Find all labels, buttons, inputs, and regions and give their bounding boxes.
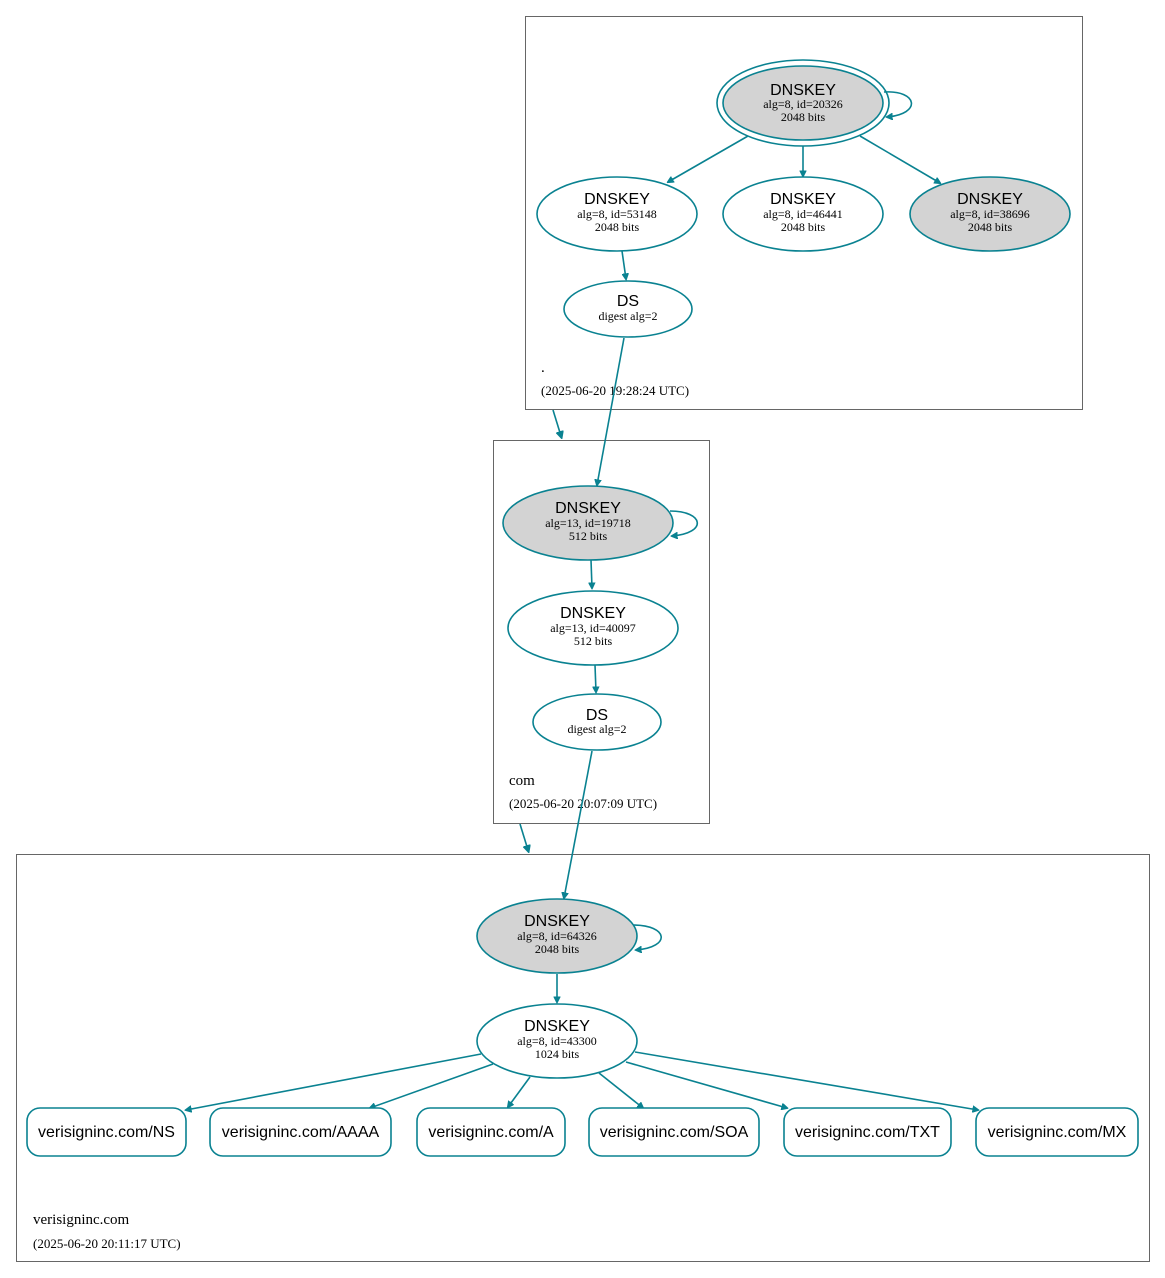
rrset-ns[interactable]: verisigninc.com/NS	[26, 1107, 187, 1157]
node-root-zsk-46441[interactable]: DNSKEY alg=8, id=46441 2048 bits	[722, 176, 884, 252]
rrset-mx[interactable]: verisigninc.com/MX	[975, 1107, 1139, 1157]
node-com-zsk-alg: alg=13, id=40097	[550, 621, 636, 635]
zone-verisigninc-box	[16, 854, 1150, 1262]
rrset-txt[interactable]: verisigninc.com/TXT	[783, 1107, 952, 1157]
edge-root-ksk-to-zsk1	[668, 135, 749, 182]
node-com-ds[interactable]: DS digest alg=2	[532, 693, 662, 751]
node-com-zsk[interactable]: DNSKEY alg=13, id=40097 512 bits	[507, 590, 679, 666]
node-com-ksk-title: DNSKEY	[555, 500, 621, 517]
node-com-ksk-size: 512 bits	[569, 529, 608, 543]
zone-verisigninc: verisigninc.com (2025-06-20 20:11:17 UTC…	[16, 854, 1150, 1262]
edge-com-ksk-to-zsk	[591, 559, 592, 588]
edges	[186, 91, 978, 1110]
node-root-ksk-size: 2048 bits	[781, 110, 826, 124]
node-root-zsk-46441-alg: alg=8, id=46441	[763, 207, 843, 221]
node-root-ds-shape	[563, 280, 693, 338]
node-verisigninc-zsk-size: 1024 bits	[535, 1047, 580, 1061]
node-root-ds-digest: digest alg=2	[598, 309, 657, 323]
rrset-mx-box	[975, 1107, 1139, 1157]
node-verisigninc-ksk-title: DNSKEY	[524, 913, 590, 930]
rrset-aaaa-box	[209, 1107, 392, 1157]
rrset-a[interactable]: verisigninc.com/A	[416, 1107, 566, 1157]
edge-com-ds-to-vs-ksk	[564, 750, 593, 898]
rrset-txt-box	[783, 1107, 952, 1157]
zone-verisigninc-name: verisigninc.com	[33, 1212, 130, 1228]
node-root-key-38696-size: 2048 bits	[968, 220, 1013, 234]
zone-root-box	[525, 16, 1083, 410]
node-verisigninc-ksk-alg: alg=8, id=64326	[517, 929, 597, 943]
delegation-arrow-com-verisigninc	[519, 823, 528, 850]
rrset-aaaa[interactable]: verisigninc.com/AAAA	[209, 1107, 392, 1157]
node-root-ksk-shape	[722, 65, 884, 141]
delegation-arrow-root-com	[552, 409, 561, 436]
rrset-ns-box	[26, 1107, 187, 1157]
zone-com-box	[493, 440, 710, 824]
node-root-zsk-46441-shape	[722, 176, 884, 252]
zone-com: com (2025-06-20 20:07:09 UTC)	[493, 440, 710, 824]
node-root-key-38696-title: DNSKEY	[957, 191, 1023, 208]
rrset-mx-label: verisigninc.com/MX	[988, 1124, 1127, 1141]
edge-root-ksk-self	[883, 91, 913, 117]
node-root-key-38696-shape	[909, 176, 1071, 252]
edge-com-zsk-to-ds	[595, 664, 596, 692]
edge-vs-zsk-to-a	[508, 1076, 531, 1107]
node-root-zsk-53148-size: 2048 bits	[595, 220, 640, 234]
node-root-ksk[interactable]: DNSKEY alg=8, id=20326 2048 bits	[716, 59, 890, 147]
node-root-key-38696-alg: alg=8, id=38696	[950, 207, 1030, 221]
edge-vs-zsk-to-mx	[634, 1051, 978, 1110]
node-root-ds[interactable]: DS digest alg=2	[563, 280, 693, 338]
node-com-ksk[interactable]: DNSKEY alg=13, id=19718 512 bits	[502, 485, 674, 561]
node-verisigninc-zsk-alg: alg=8, id=43300	[517, 1034, 597, 1048]
node-root-zsk-46441-title: DNSKEY	[770, 191, 836, 208]
rrset-soa-box	[588, 1107, 760, 1157]
node-root-zsk-53148-shape	[536, 176, 698, 252]
edge-vs-ksk-self	[632, 924, 662, 950]
node-verisigninc-ksk-size: 2048 bits	[535, 942, 580, 956]
node-com-ds-shape	[532, 693, 662, 751]
node-root-ksk-outer-ring	[716, 59, 890, 147]
node-root-zsk-53148-title: DNSKEY	[584, 191, 650, 208]
edge-root-ds-to-com-ksk	[597, 337, 625, 485]
rrset-txt-label: verisigninc.com/TXT	[795, 1124, 940, 1141]
node-verisigninc-ksk-shape	[476, 898, 638, 974]
node-root-zsk-53148[interactable]: DNSKEY alg=8, id=53148 2048 bits	[536, 176, 698, 252]
rrset-ns-label: verisigninc.com/NS	[38, 1124, 175, 1141]
node-com-ksk-alg: alg=13, id=19718	[545, 516, 631, 530]
node-verisigninc-zsk[interactable]: DNSKEY alg=8, id=43300 1024 bits	[476, 1003, 638, 1079]
edge-vs-zsk-to-aaaa	[370, 1063, 494, 1108]
edge-root-ksk-to-k3	[859, 135, 940, 183]
zone-com-timestamp: (2025-06-20 20:07:09 UTC)	[509, 796, 657, 811]
edge-com-ksk-self	[669, 510, 699, 536]
node-root-ksk-title: DNSKEY	[770, 82, 836, 99]
rrset-a-box	[416, 1107, 566, 1157]
node-root-zsk-53148-alg: alg=8, id=53148	[577, 207, 657, 221]
node-root-zsk-46441-size: 2048 bits	[781, 220, 826, 234]
node-com-ksk-shape	[502, 485, 674, 561]
edge-vs-zsk-to-txt	[625, 1061, 787, 1108]
rrset-soa[interactable]: verisigninc.com/SOA	[588, 1107, 760, 1157]
node-com-ds-title: DS	[586, 707, 608, 724]
rrset-soa-label: verisigninc.com/SOA	[600, 1124, 749, 1141]
rrset-aaaa-label: verisigninc.com/AAAA	[222, 1124, 380, 1141]
node-root-ksk-alg: alg=8, id=20326	[763, 97, 843, 111]
zone-verisigninc-timestamp: (2025-06-20 20:11:17 UTC)	[33, 1236, 181, 1251]
node-com-ds-digest: digest alg=2	[567, 722, 626, 736]
rrset-a-label: verisigninc.com/A	[428, 1124, 554, 1141]
node-com-zsk-shape	[507, 590, 679, 666]
node-root-key-38696[interactable]: DNSKEY alg=8, id=38696 2048 bits	[909, 176, 1071, 252]
edge-root-zsk1-to-ds	[621, 250, 626, 279]
edge-vs-zsk-to-ns	[186, 1053, 482, 1110]
node-verisigninc-zsk-shape	[476, 1003, 638, 1079]
node-verisigninc-ksk[interactable]: DNSKEY alg=8, id=64326 2048 bits	[476, 898, 638, 974]
zone-com-name: com	[509, 773, 535, 789]
edge-vs-zsk-to-soa	[598, 1072, 643, 1108]
node-verisigninc-zsk-title: DNSKEY	[524, 1018, 590, 1035]
zone-root-name: .	[541, 360, 545, 376]
node-root-ds-title: DS	[617, 293, 639, 310]
node-com-zsk-title: DNSKEY	[560, 605, 626, 622]
node-com-zsk-size: 512 bits	[574, 634, 613, 648]
